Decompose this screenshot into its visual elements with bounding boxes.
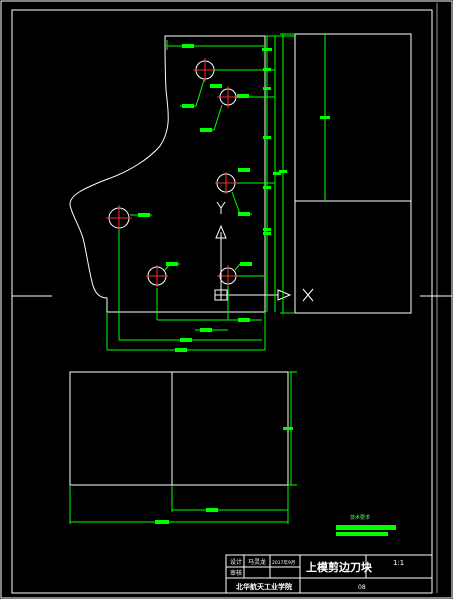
hole-6 <box>217 265 239 287</box>
title-block-designer-label: 设计 <box>230 558 242 566</box>
bottom-view-dimension-values <box>155 427 293 524</box>
y-axis-label: Y <box>235 218 236 220</box>
hole-1 <box>193 58 217 82</box>
hole-2 <box>217 86 239 108</box>
tech-requirements-line-1 <box>336 525 396 530</box>
ucs-icon <box>214 201 314 302</box>
tech-requirements-title: 技术要求 <box>350 514 370 521</box>
hole-4 <box>106 205 132 231</box>
title-block-organization: 北华航天工业学院 <box>236 582 292 591</box>
inner-frame <box>11 9 433 594</box>
title-block-part-name: 上模剪边刀块 <box>306 560 373 574</box>
title-block <box>225 554 433 594</box>
title-block-designer-name: 马灵龙 <box>248 558 266 566</box>
title-block-date: 2017年9月 <box>272 559 295 566</box>
tech-requirements-line-2 <box>336 532 388 536</box>
part-outline <box>69 35 266 313</box>
title-block-scale: 1:1 <box>393 559 404 567</box>
hole-3 <box>215 172 237 194</box>
x-axis-label: X <box>320 299 321 301</box>
main-view-dimension-values <box>138 44 281 352</box>
bottom-view-dimensions <box>69 371 297 524</box>
main-view-dimensions <box>106 35 295 351</box>
side-view-dimensions <box>280 33 326 314</box>
bottom-view <box>69 371 289 486</box>
hole-5 <box>146 265 168 287</box>
title-block-checker-label: 审核 <box>230 569 242 577</box>
side-view-dimension-values <box>279 116 330 173</box>
side-view <box>294 33 412 314</box>
title-block-drawing-number: 08 <box>358 584 366 591</box>
